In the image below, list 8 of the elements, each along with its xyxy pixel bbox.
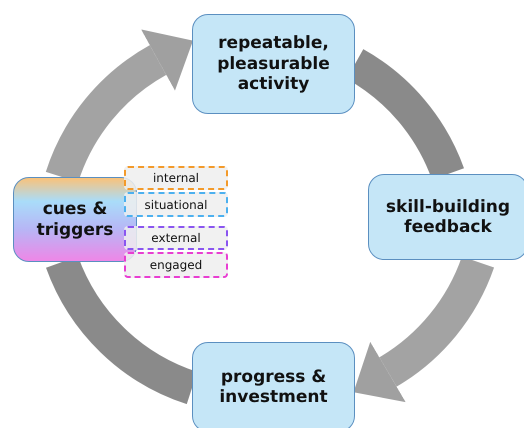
stage-box: progress & investment — [192, 342, 355, 428]
stage-box: skill-building feedback — [368, 174, 524, 260]
trigger-tag: situational — [124, 192, 228, 217]
trigger-tag: engaged — [124, 252, 228, 278]
stage-box: cues & triggers — [13, 177, 137, 262]
trigger-tag: internal — [124, 166, 228, 190]
trigger-tag: external — [124, 226, 228, 250]
stage-box: repeatable, pleasurable activity — [192, 14, 355, 114]
